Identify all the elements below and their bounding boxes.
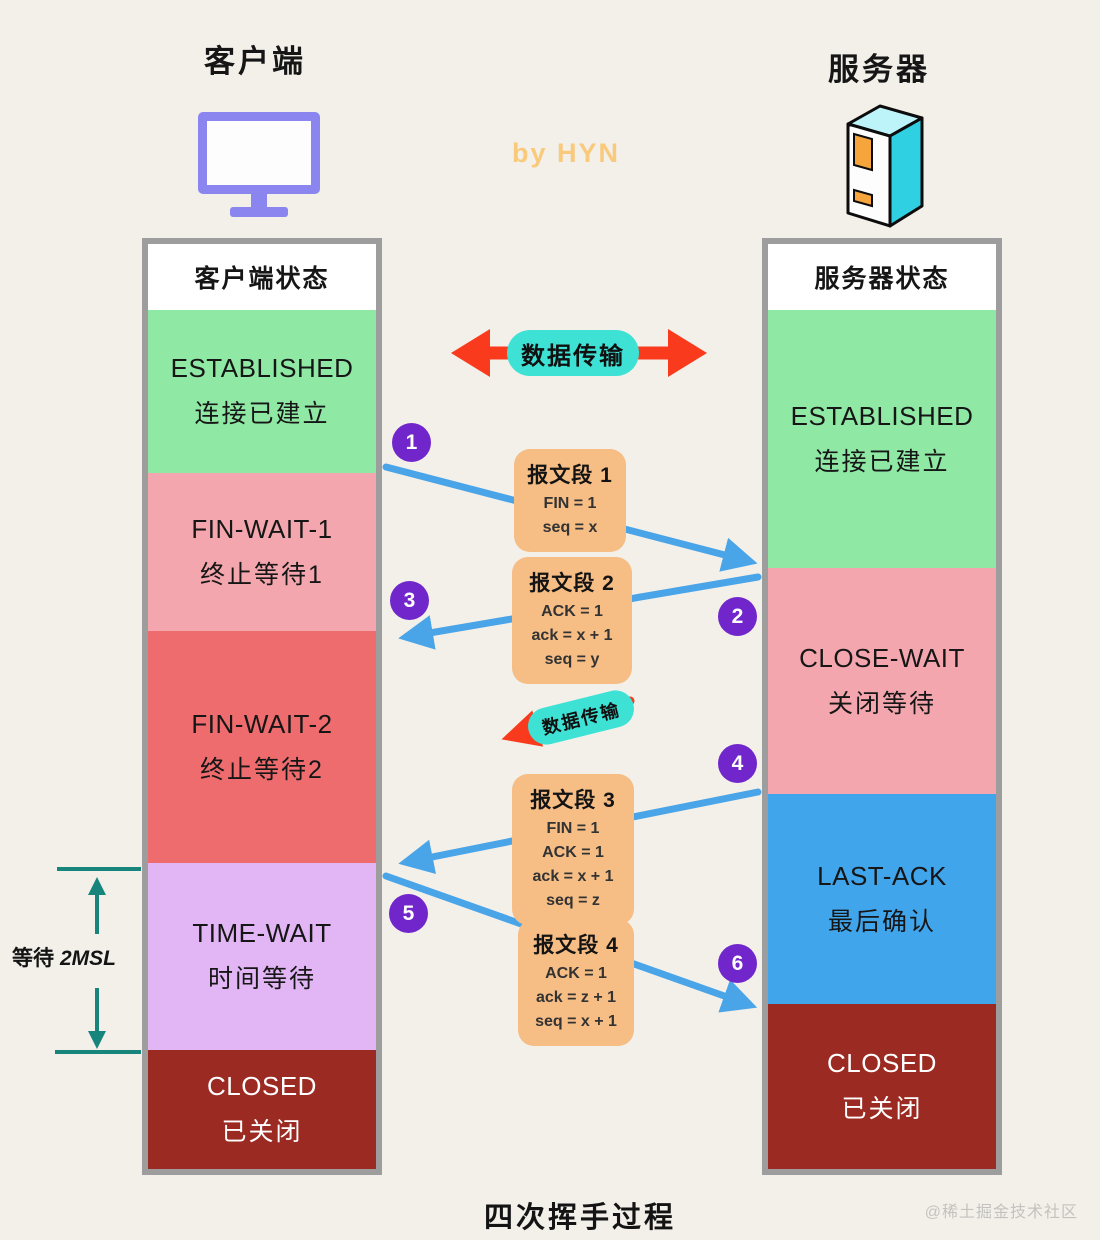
client-state-time-wait: TIME-WAIT 时间等待 [148, 863, 376, 1050]
client-state-column: 客户端状态 ESTABLISHED 连接已建立 FIN-WAIT-1 终止等待1… [142, 238, 382, 1175]
client-state-closed: CLOSED 已关闭 [148, 1050, 376, 1169]
server-state-closed: CLOSED 已关闭 [768, 1004, 996, 1169]
segment-title: 报文段 3 [530, 789, 616, 812]
server-icon [846, 104, 924, 228]
state-label: 连接已建立 [194, 400, 330, 428]
server-icon-side-face [888, 116, 924, 228]
step-circle-2: 2 [718, 597, 757, 636]
segment-line: ACK = 1 [542, 844, 604, 861]
segment-line: seq = y [544, 651, 600, 668]
segment-title: 报文段 4 [533, 934, 619, 957]
server-state-close-wait: CLOSE-WAIT 关闭等待 [768, 568, 996, 794]
diagram-caption: 四次挥手过程 [484, 1202, 677, 1234]
segment-line: seq = z [546, 892, 600, 909]
state-name: FIN-WAIT-2 [191, 708, 333, 739]
state-name: CLOSE-WAIT [799, 642, 965, 673]
client-title: 客户端 [204, 44, 306, 79]
step-circle-4: 4 [718, 744, 757, 783]
server-column-header: 服务器状态 [814, 265, 950, 293]
watermark: @稀土掘金技术社区 [924, 1204, 1078, 1221]
data-transfer-pill-mid: 数据传输 [524, 686, 638, 749]
server-icon-orange-strip [853, 188, 873, 208]
state-label: 已关闭 [221, 1118, 303, 1146]
monitor-neck [251, 194, 267, 207]
state-label: 最后确认 [827, 907, 936, 936]
state-label: 终止等待1 [200, 560, 324, 589]
data-transfer-pill-top: 数据传输 [507, 330, 639, 376]
client-column-header: 客户端状态 [194, 265, 330, 293]
step-circle-3: 3 [390, 581, 429, 620]
segment-box-1: 报文段 1 FIN = 1 seq = x [514, 449, 626, 552]
data-transfer-arrowhead-right [668, 329, 707, 377]
segment-line: ACK = 1 [545, 965, 607, 982]
server-state-column: 服务器状态 ESTABLISHED 连接已建立 CLOSE-WAIT 关闭等待 … [762, 238, 1002, 1175]
segment-box-4: 报文段 4 ACK = 1 ack = z + 1 seq = x + 1 [518, 919, 634, 1046]
server-icon-orange-panel [853, 132, 873, 172]
state-name: CLOSED [207, 1071, 317, 1101]
segment-line: ack = x + 1 [532, 868, 614, 885]
state-label: 已关闭 [841, 1095, 923, 1123]
state-label: 时间等待 [207, 965, 316, 993]
server-state-last-ack: LAST-ACK 最后确认 [768, 794, 996, 1004]
msl-wait-label-cn: 等待 [12, 947, 54, 970]
state-name: ESTABLISHED [170, 353, 354, 383]
segment-line: ack = x + 1 [531, 627, 613, 644]
state-label: 连接已建立 [814, 447, 950, 476]
monitor-icon [198, 112, 320, 217]
segment-box-2: 报文段 2 ACK = 1 ack = x + 1 seq = y [512, 557, 632, 684]
data-transfer-arrowhead-left [451, 329, 490, 377]
server-state-established: ESTABLISHED 连接已建立 [768, 310, 996, 568]
state-name: ESTABLISHED [790, 400, 974, 431]
client-state-fin-wait-1: FIN-WAIT-1 终止等待1 [148, 473, 376, 631]
segment-line: seq = x [542, 519, 598, 536]
server-title: 服务器 [828, 52, 930, 87]
state-name: LAST-ACK [817, 860, 947, 891]
segment-title: 报文段 1 [527, 464, 613, 487]
segment-box-3: 报文段 3 FIN = 1 ACK = 1 ack = x + 1 seq = … [512, 774, 634, 925]
step-circle-1: 1 [392, 423, 431, 462]
state-name: FIN-WAIT-1 [191, 513, 333, 544]
step-circle-5: 5 [389, 894, 428, 933]
client-state-fin-wait-2: FIN-WAIT-2 终止等待2 [148, 631, 376, 863]
state-label: 终止等待2 [200, 755, 324, 784]
segment-line: seq = x + 1 [535, 1013, 617, 1030]
step-circle-6: 6 [718, 944, 757, 983]
segment-title: 报文段 2 [529, 572, 615, 595]
state-name: TIME-WAIT [192, 918, 332, 948]
client-state-established: ESTABLISHED 连接已建立 [148, 310, 376, 473]
msl-wait-label-en: 2MSL [60, 947, 117, 970]
state-label: 关闭等待 [827, 689, 936, 718]
monitor-screen [198, 112, 320, 194]
msl-wait-label: 等待 2MSL [12, 942, 116, 972]
byline: by HYN [512, 138, 621, 168]
monitor-base [230, 207, 288, 217]
segment-line: FIN = 1 [546, 820, 600, 837]
state-name: CLOSED [827, 1048, 937, 1078]
segment-line: FIN = 1 [543, 495, 597, 512]
segment-line: ACK = 1 [541, 603, 603, 620]
segment-line: ack = z + 1 [535, 989, 617, 1006]
